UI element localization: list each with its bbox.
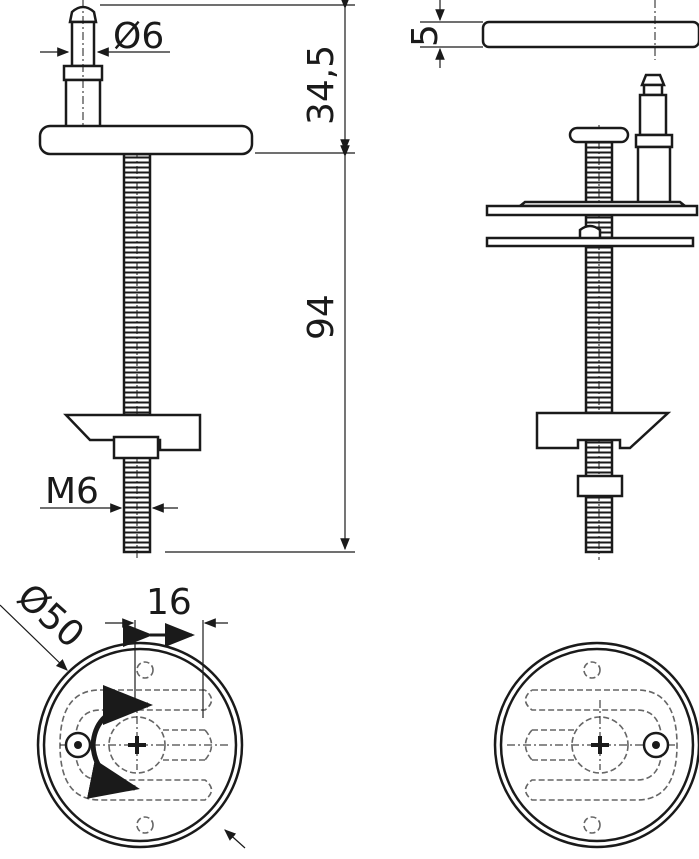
cover-cap <box>481 20 699 49</box>
spacer <box>578 224 602 242</box>
wedge-clamp <box>535 411 672 450</box>
pin-cap <box>640 73 666 87</box>
right-side-view: 5 <box>405 0 699 560</box>
right-plan-view <box>493 641 699 849</box>
pin-stem <box>638 93 668 137</box>
pin-body <box>636 145 672 205</box>
pin-diameter-dimension: Ø6 <box>113 16 164 57</box>
cap-thickness-dimension: 5 <box>405 24 446 47</box>
screw-head <box>568 126 630 144</box>
flange-plate <box>38 124 254 156</box>
pin-height-dimension: 34,5 <box>301 45 342 125</box>
pin-collar <box>634 133 674 149</box>
rod-length-dimension: 94 <box>301 294 342 340</box>
lower-plate <box>485 236 695 248</box>
thread-dimension: M6 <box>45 471 99 512</box>
left-side-view: 34,5 94 Ø6 M6 <box>38 0 355 560</box>
left-plan-view: 16 Ø50 <box>0 576 246 849</box>
plate-diameter-dimension: Ø50 <box>9 576 92 656</box>
upper-plate <box>485 204 699 217</box>
nut <box>112 435 160 460</box>
nut <box>576 474 624 498</box>
pin-cap <box>68 5 98 24</box>
wedge-clamp <box>63 413 202 452</box>
slot-travel-dimension: 16 <box>146 582 192 623</box>
